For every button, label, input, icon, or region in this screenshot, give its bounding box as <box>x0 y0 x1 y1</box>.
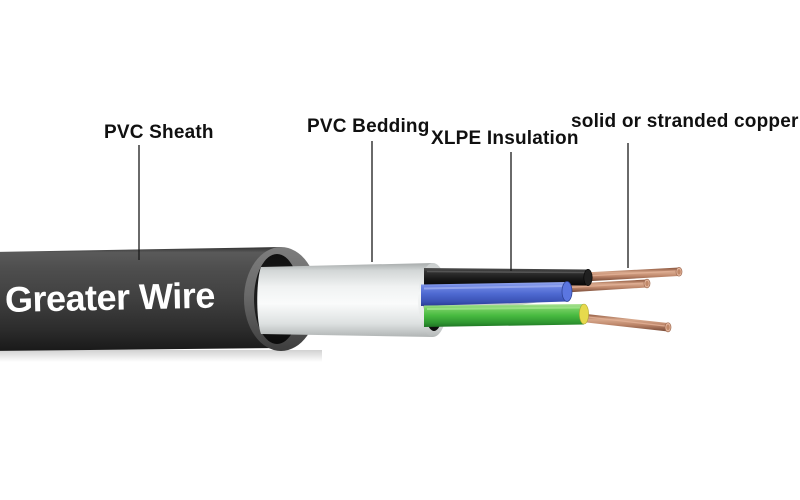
core-earth-yellow-end <box>579 303 589 325</box>
core-wire-earth-green <box>424 304 584 327</box>
copper-highlight-middle <box>567 282 645 289</box>
core-black-end <box>583 268 593 286</box>
core-blue-end <box>561 281 573 302</box>
core-blue-highlight <box>423 285 564 290</box>
insulated-cores <box>421 268 593 327</box>
copper-tip-middle-core <box>645 280 649 287</box>
copper-conductor-middle <box>566 279 647 293</box>
label-xlpe-insulation: XLPE Insulation <box>431 128 579 149</box>
copper-highlight-bottom <box>583 315 666 327</box>
label-copper-conductor: solid or stranded copper <box>571 111 799 132</box>
bedding-cylinder <box>257 263 433 337</box>
brand-text: Greater Wire <box>4 274 216 320</box>
label-pvc-sheath: PVC Sheath <box>104 122 214 143</box>
core-black-highlight <box>426 270 586 274</box>
copper-conductor-bottom <box>582 313 668 332</box>
copper-conductors <box>566 267 683 333</box>
leader-lines <box>138 141 629 271</box>
copper-conductor-top <box>584 267 679 282</box>
label-pvc-bedding: PVC Bedding <box>307 116 430 137</box>
copper-tip-bottom-core <box>666 324 670 331</box>
sheath-body <box>0 247 281 351</box>
copper-highlight-top <box>585 270 677 277</box>
cable-shadow <box>0 350 322 362</box>
core-green-highlight <box>426 306 581 310</box>
copper-tip-top-core <box>677 269 681 275</box>
